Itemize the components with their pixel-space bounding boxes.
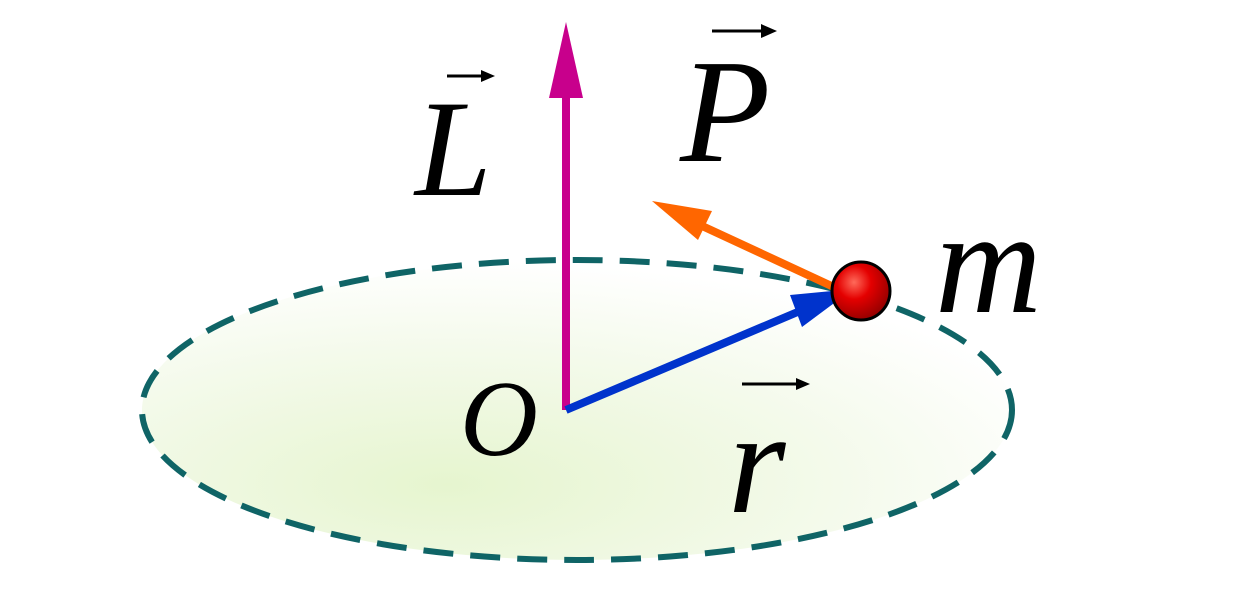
label-r-text: r: [728, 381, 787, 545]
label-arrow-accent-L-head: [481, 70, 495, 82]
label-momentum: P: [679, 24, 777, 194]
label-arrow-accent-P-head: [761, 24, 777, 38]
label-P-text: P: [679, 30, 770, 194]
angular-momentum-vector-arrowhead: [549, 22, 583, 98]
momentum-vector-arrowhead: [652, 201, 712, 240]
label-position: r: [728, 378, 810, 545]
particle-mass: [830, 260, 892, 322]
label-arrow-accent-r-head: [796, 378, 810, 390]
label-origin-text: O: [460, 360, 538, 479]
position-vector-shaft: [564, 307, 802, 414]
momentum-vector-shaft: [698, 221, 840, 293]
label-angular-momentum: L: [413, 70, 495, 225]
label-mass-text: m: [935, 181, 1042, 345]
label-L-text: L: [413, 72, 492, 225]
orbit-plane: [142, 260, 1012, 560]
orbit-path-dashed: [139, 257, 1015, 563]
